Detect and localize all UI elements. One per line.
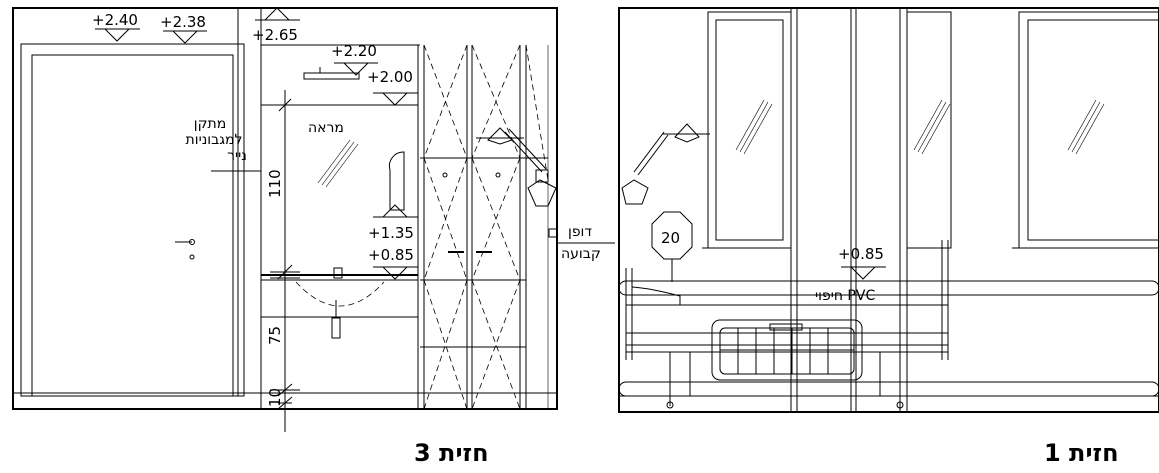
dispenser-label-2: למגבוניות bbox=[186, 132, 243, 148]
elevation-1: 20 +0.85 חיפוי PVC bbox=[618, 7, 1159, 467]
cabinet-label-2: קבועה bbox=[561, 246, 601, 262]
paper-dispenser: מתקן למגבוניות נייר bbox=[186, 116, 405, 211]
level-238: +2.38 bbox=[160, 13, 206, 31]
dispenser-label-1: מתקן bbox=[194, 116, 226, 132]
cabinet-label-1: דופן bbox=[568, 224, 592, 240]
level-240: +2.40 bbox=[92, 11, 138, 29]
mirror-label: מראה bbox=[308, 120, 344, 136]
level-markers-mid: +1.35 +0.85 bbox=[368, 204, 418, 280]
level-085-e1: +0.85 חיפוי PVC bbox=[815, 245, 886, 304]
elevation-3: +2.40 +2.38 +2.65 +2.20 +2.00 מראה bbox=[12, 7, 615, 467]
level-265: +2.65 bbox=[252, 26, 298, 44]
pvc-label: חיפוי PVC bbox=[815, 288, 875, 304]
window-left bbox=[702, 11, 792, 249]
wall-clock: 20 bbox=[651, 211, 693, 282]
elevation-1-frame bbox=[618, 7, 1159, 413]
column bbox=[790, 8, 908, 412]
dispenser-label-3: נייר bbox=[227, 148, 247, 164]
dim-10: 10 bbox=[266, 388, 284, 407]
hospital-bed bbox=[625, 240, 949, 409]
elevation-1-title: חזית 1 bbox=[1044, 439, 1119, 467]
window-right bbox=[1012, 11, 1159, 249]
door bbox=[20, 8, 245, 397]
level-085: +0.85 bbox=[368, 246, 414, 264]
wall-light: +2.20 +2.00 bbox=[261, 42, 420, 106]
sink bbox=[261, 267, 418, 339]
wall-rail bbox=[618, 280, 1159, 397]
clock-number: 20 bbox=[661, 229, 680, 247]
dimension-chain: 110 75 10 bbox=[266, 90, 300, 432]
level-markers-top: +2.40 +2.38 +2.65 bbox=[92, 7, 300, 44]
level-220: +2.20 bbox=[331, 42, 377, 60]
level-135: +1.35 bbox=[368, 224, 414, 242]
dim-75: 75 bbox=[266, 326, 284, 345]
dim-110: 110 bbox=[266, 169, 284, 198]
elevation-3-title: חזית 3 bbox=[414, 439, 489, 467]
wall-lamp bbox=[621, 123, 710, 205]
window-middle bbox=[906, 11, 952, 249]
level-085-label: +0.85 bbox=[838, 245, 884, 263]
cabinet: דופן קבועה bbox=[417, 44, 615, 410]
level-200: +2.00 bbox=[367, 68, 413, 86]
